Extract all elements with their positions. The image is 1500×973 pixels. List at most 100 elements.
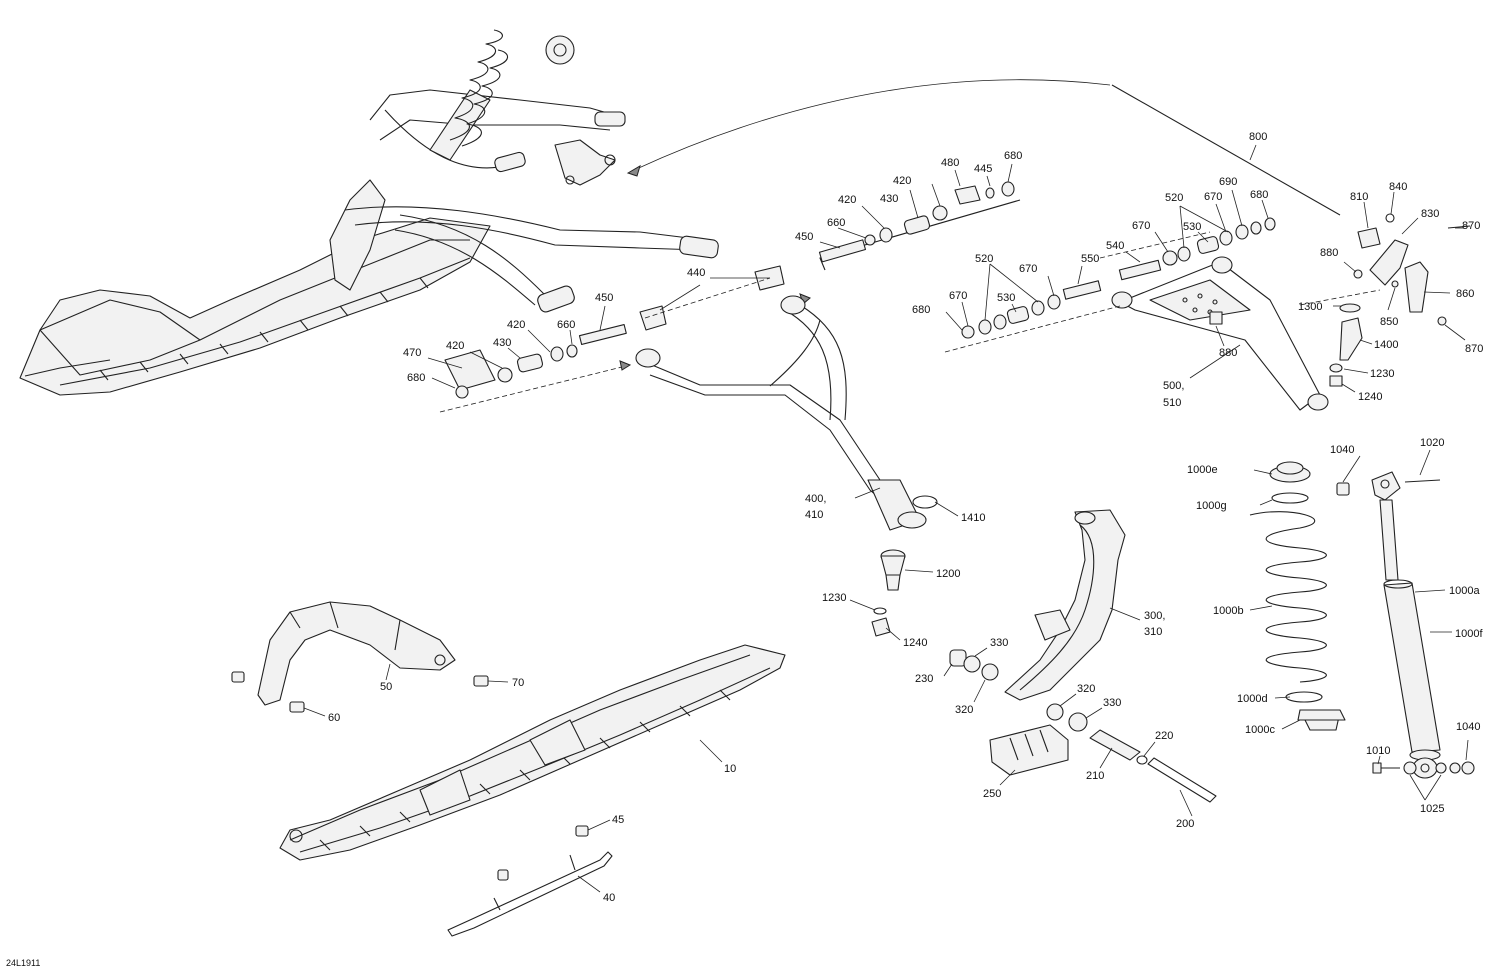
- callout-1240: 1240: [903, 637, 927, 649]
- callout-430: 430: [493, 337, 511, 349]
- spindle-300: [1004, 509, 1126, 701]
- callout-800: 800: [1249, 131, 1267, 143]
- callout-470: 470: [403, 347, 421, 359]
- hardware-row-left: [444, 265, 785, 399]
- callout-330: 330: [1103, 697, 1121, 709]
- callout-1000f: 1000f: [1455, 628, 1483, 640]
- callout-670: 670: [1019, 263, 1037, 275]
- dashed-link-curve: [629, 79, 1111, 173]
- callout-1200: 1200: [936, 568, 960, 580]
- rod-800: [1111, 84, 1341, 216]
- callout-680: 680: [912, 304, 930, 316]
- callout-440: 440: [687, 267, 705, 279]
- callout-1000d: 1000d: [1237, 693, 1268, 705]
- sway-bar-bracket: [1329, 213, 1471, 387]
- callout-330: 330: [990, 637, 1008, 649]
- shock-assembly-1000: [1249, 461, 1475, 779]
- axis-line-right-upper: [1099, 231, 1211, 259]
- callout-660: 660: [827, 217, 845, 229]
- callout-420: 420: [507, 319, 525, 331]
- callout-400: 400,: [805, 493, 826, 505]
- upper-a-arm-500: [1111, 256, 1329, 411]
- callout-420: 420: [838, 194, 856, 206]
- callout-520: 520: [1165, 192, 1183, 204]
- callout-445: 445: [974, 163, 992, 175]
- callout-810: 810: [1350, 191, 1368, 203]
- leader-lines: [303, 144, 1469, 893]
- callout-500: 500,: [1163, 380, 1184, 392]
- axis-line-bracket: [1299, 289, 1381, 306]
- callout-880: 880: [1219, 347, 1237, 359]
- callout-880: 880: [1320, 247, 1338, 259]
- callout-300: 300,: [1144, 610, 1165, 622]
- drawing-code: 24L1911: [6, 958, 40, 968]
- callout-680: 680: [1004, 150, 1022, 162]
- callout-labels: 800 810 840 830 870 880 860 850 870 1300…: [6, 131, 1483, 968]
- callout-410: 410: [805, 509, 823, 521]
- callout-1000g: 1000g: [1196, 500, 1227, 512]
- callout-1000a: 1000a: [1449, 585, 1480, 597]
- callout-1410: 1410: [961, 512, 985, 524]
- callout-450: 450: [795, 231, 813, 243]
- ski-10: [279, 644, 786, 861]
- callout-480: 480: [941, 157, 959, 169]
- assembled-spring: [449, 29, 509, 147]
- spindle-hardware: [949, 649, 1217, 803]
- callout-1400: 1400: [1374, 339, 1398, 351]
- callout-50: 50: [380, 681, 392, 693]
- callout-840: 840: [1389, 181, 1407, 193]
- callout-1010: 1010: [1366, 745, 1390, 757]
- callout-830: 830: [1421, 208, 1439, 220]
- callout-870: 870: [1462, 220, 1480, 232]
- callout-430: 430: [880, 193, 898, 205]
- callout-420: 420: [893, 175, 911, 187]
- callout-320: 320: [955, 704, 973, 716]
- axis-line-right-lower: [944, 305, 1121, 353]
- callout-1040: 1040: [1456, 721, 1480, 733]
- callout-1230: 1230: [822, 592, 846, 604]
- callout-70: 70: [512, 677, 524, 689]
- callout-680: 680: [1250, 189, 1268, 201]
- callout-320: 320: [1077, 683, 1095, 695]
- callout-1025: 1025: [1420, 803, 1444, 815]
- callout-60: 60: [328, 712, 340, 724]
- callout-420: 420: [446, 340, 464, 352]
- callout-540: 540: [1106, 240, 1124, 252]
- callout-850: 850: [1380, 316, 1398, 328]
- axis-line-440: [644, 277, 771, 319]
- callout-860: 860: [1456, 288, 1474, 300]
- callout-690: 690: [1219, 176, 1237, 188]
- hardware-row-upper: [818, 181, 1021, 271]
- callout-1020: 1020: [1420, 437, 1444, 449]
- callout-40: 40: [603, 892, 615, 904]
- callout-1000c: 1000c: [1245, 724, 1275, 736]
- callout-510: 510: [1163, 397, 1181, 409]
- hardware-row-right: [961, 217, 1276, 339]
- assembled-ski-suspension: [19, 29, 719, 396]
- callout-1000e: 1000e: [1187, 464, 1218, 476]
- callout-670: 670: [949, 290, 967, 302]
- runner-40: [447, 851, 613, 937]
- callout-530: 530: [1183, 221, 1201, 233]
- callout-1240: 1240: [1358, 391, 1382, 403]
- lower-a-arm-400: [635, 295, 938, 531]
- ski-handle-50: [231, 601, 489, 713]
- callout-210: 210: [1086, 770, 1104, 782]
- axis-line-left: [439, 364, 631, 413]
- callout-1040: 1040: [1330, 444, 1354, 456]
- callout-1230: 1230: [1370, 368, 1394, 380]
- callout-670: 670: [1204, 191, 1222, 203]
- callout-220: 220: [1155, 730, 1173, 742]
- callout-660: 660: [557, 319, 575, 331]
- callout-230: 230: [915, 673, 933, 685]
- callout-250: 250: [983, 788, 1001, 800]
- callout-310: 310: [1144, 626, 1162, 638]
- callout-45: 45: [612, 814, 624, 826]
- callout-1000b: 1000b: [1213, 605, 1244, 617]
- callout-530: 530: [997, 292, 1015, 304]
- callout-10: 10: [724, 763, 736, 775]
- callout-1300: 1300: [1298, 301, 1322, 313]
- callout-450: 450: [595, 292, 613, 304]
- callout-520: 520: [975, 253, 993, 265]
